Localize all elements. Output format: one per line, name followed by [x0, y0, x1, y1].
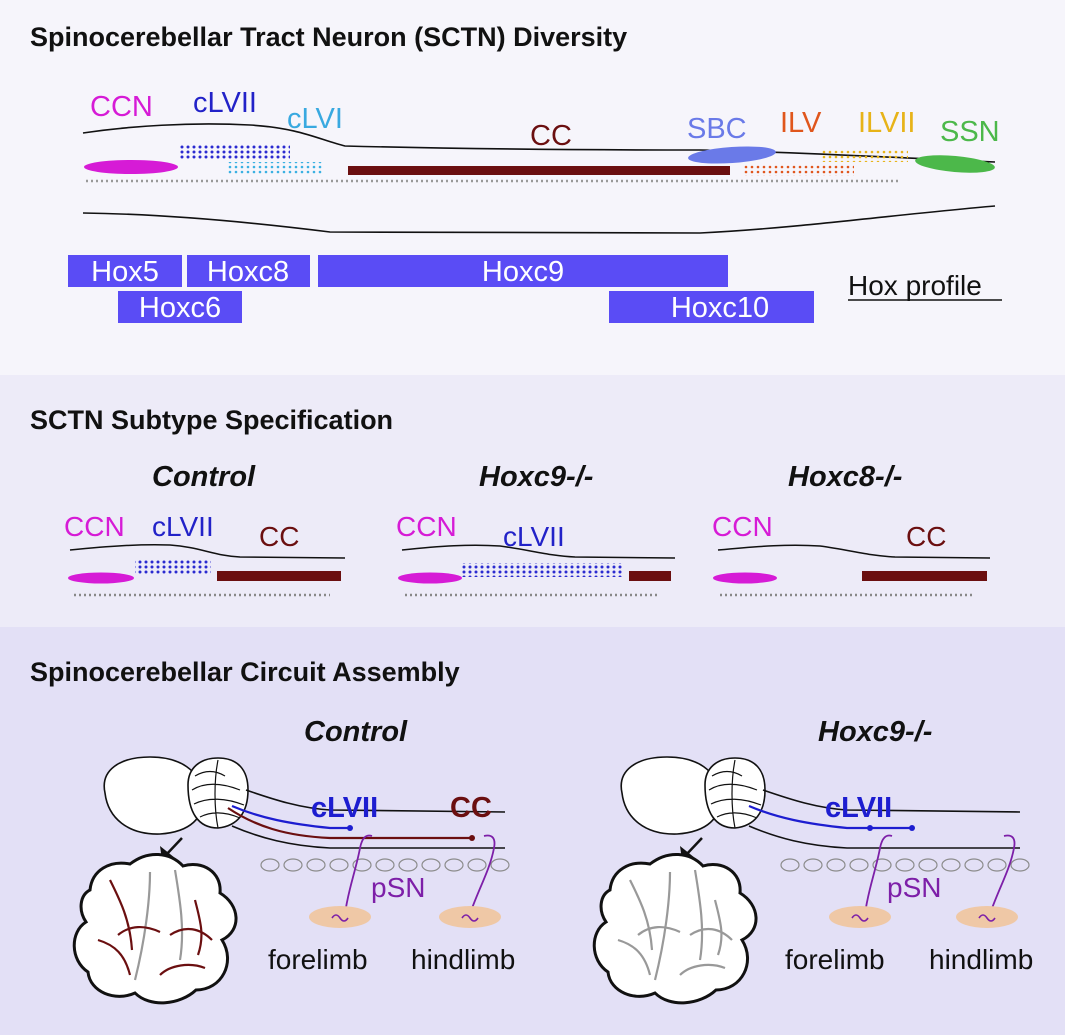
- column-sbc: [688, 146, 776, 164]
- column-clvii: [178, 145, 290, 159]
- hoxc9-cord-outline: [401, 544, 676, 559]
- control-hindlimb-spindle: [461, 914, 479, 922]
- circuit-hoxc9-label-clvii: cLVII: [825, 792, 892, 824]
- label-sbc: SBC: [687, 113, 747, 145]
- hoxc9-brain-drawing: [620, 756, 1021, 849]
- hoxc9-forelimb-spindle: [851, 914, 869, 922]
- circuit-hoxc9-label-hindlimb: hindlimb: [929, 944, 1033, 975]
- hoxc9-soma-clvii-1: [867, 825, 873, 831]
- column-ilvii: [820, 150, 908, 162]
- hox-bar-hoxc6: [118, 291, 242, 323]
- hoxc9-psn-hindlimb-axon: [989, 834, 1016, 915]
- column-ccn: [84, 160, 178, 174]
- panel1-title: Spinocerebellar Tract Neuron (SCTN) Dive…: [30, 22, 627, 52]
- control-column-cc: [217, 571, 341, 581]
- hox-label-hoxc6: Hoxc6: [139, 292, 221, 324]
- circuit-control-label-clvii: cLVII: [311, 792, 378, 824]
- hoxc8-heading: Hoxc8-/-: [788, 461, 902, 493]
- hox-label-hoxc10: Hoxc10: [671, 292, 769, 324]
- control-soma-clvii: [347, 825, 353, 831]
- column-cc: [348, 166, 730, 175]
- hoxc9-label-clvii: cLVII: [503, 521, 565, 552]
- label-ilvii: ILVII: [858, 107, 916, 139]
- column-ilv: [742, 164, 854, 176]
- hoxc8-label-cc: CC: [906, 521, 946, 552]
- hoxc9-psn-forelimb-axon: [864, 834, 893, 915]
- control-psn-forelimb-axon: [344, 834, 373, 915]
- label-ssn: SSN: [940, 116, 1000, 148]
- circuit-hoxc9-label-forelimb: forelimb: [785, 944, 885, 975]
- circuit-hoxc9-heading: Hoxc9-/-: [818, 716, 932, 748]
- circuit-control-label-cc: CC: [450, 792, 492, 824]
- control-label-ccn: CCN: [64, 511, 125, 542]
- control-cord-outline: [69, 543, 346, 559]
- hox-bar-hoxc8: [187, 255, 310, 287]
- circuit-control-heading: Control: [304, 716, 408, 748]
- hox-label-hoxc8: Hoxc8: [207, 256, 289, 288]
- control-column-ccn: [68, 572, 134, 584]
- column-ssn: [915, 155, 995, 173]
- circuit-control-label-psn: pSN: [371, 872, 425, 903]
- hox-label-hoxc9: Hoxc9: [482, 256, 564, 288]
- circuit-hoxc9-label-psn: pSN: [887, 872, 941, 903]
- hoxc8-column-cc: [862, 571, 987, 581]
- circuit-control-label-forelimb: forelimb: [268, 944, 368, 975]
- label-ilv: ILV: [780, 107, 822, 139]
- hoxc9-heading: Hoxc9-/-: [479, 461, 593, 493]
- hoxc9-column-ccn: [398, 572, 462, 584]
- hoxc9-label-ccn: CCN: [396, 511, 457, 542]
- hoxc9-drg-row: [780, 858, 1030, 872]
- cord-ventral-outline: [82, 205, 996, 234]
- hoxc8-cord-outline: [717, 544, 991, 559]
- hox-profile-label: Hox profile: [848, 270, 982, 301]
- hoxc9-hindlimb-spindle: [978, 914, 996, 922]
- control-label-clvii: cLVII: [152, 511, 214, 542]
- panel3-title: Spinocerebellar Circuit Assembly: [30, 657, 460, 687]
- label-clvi: cLVI: [287, 103, 343, 135]
- hox-bar-hoxc9: [318, 255, 728, 287]
- hox-bar-hox5: [68, 255, 182, 287]
- hoxc8-column-ccn: [713, 572, 777, 584]
- control-label-cc: CC: [259, 521, 299, 552]
- control-brain-drawing: [103, 756, 506, 849]
- hoxc9-column-clvii: [462, 563, 622, 577]
- label-cc: CC: [530, 120, 572, 152]
- hoxc9-cerebellum-section: [592, 853, 758, 1005]
- control-tract-clvii: [231, 804, 350, 830]
- hoxc8-label-ccn: CCN: [712, 511, 773, 542]
- control-heading: Control: [152, 461, 256, 493]
- panel-subtype-specification: [0, 375, 1065, 627]
- hox-label-hox5: Hox5: [91, 256, 159, 288]
- control-tract-cc: [227, 807, 470, 840]
- control-forelimb-spindle: [331, 914, 349, 922]
- hoxc9-column-cc: [629, 571, 671, 581]
- circuit-control-label-hindlimb: hindlimb: [411, 944, 515, 975]
- label-ccn: CCN: [90, 91, 153, 123]
- panel2-title: SCTN Subtype Specification: [30, 405, 393, 435]
- control-drg-row: [260, 858, 510, 872]
- hox-bar-hoxc10: [609, 291, 814, 323]
- hoxc9-soma-clvii-2: [909, 825, 915, 831]
- column-clvi: [226, 162, 324, 174]
- hoxc9-tract-clvii: [748, 804, 912, 830]
- control-column-clvii: [135, 560, 211, 574]
- control-psn-hindlimb-axon: [469, 834, 496, 915]
- control-soma-cc: [469, 835, 475, 841]
- label-clvii: cLVII: [193, 87, 257, 119]
- control-cerebellum-section: [72, 853, 238, 1005]
